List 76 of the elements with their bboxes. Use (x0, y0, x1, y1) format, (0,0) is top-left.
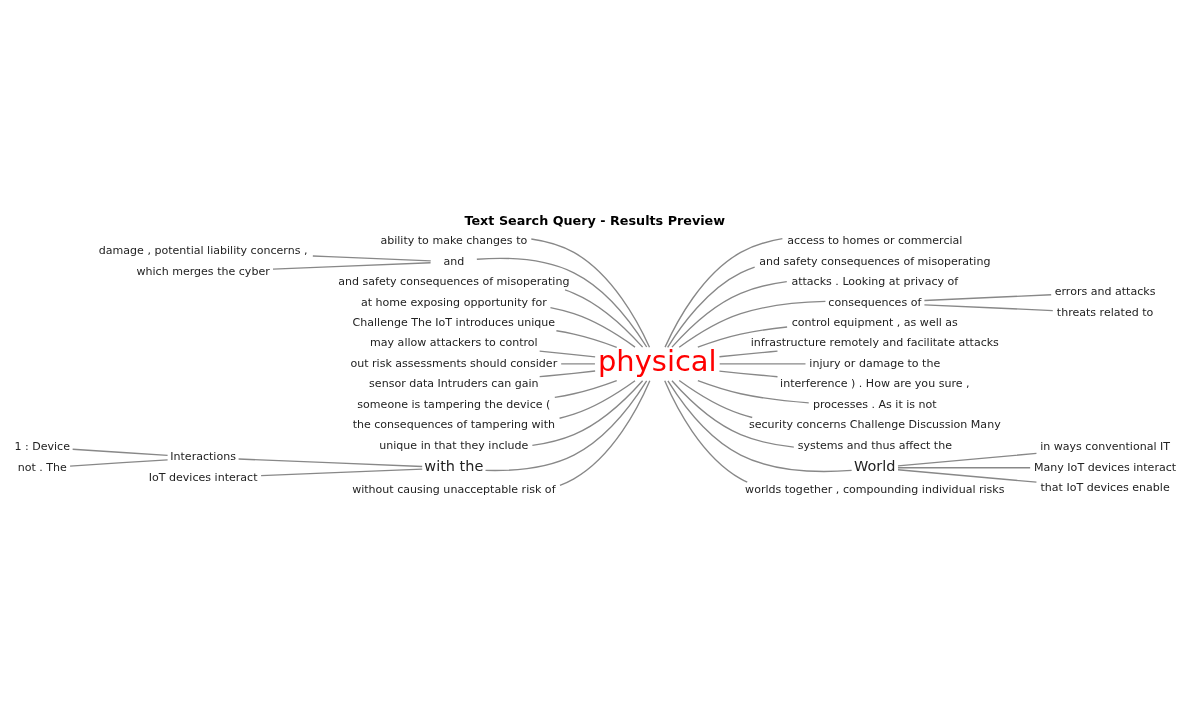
connector (531, 379, 644, 446)
node-text: attacks . Looking at privacy of (791, 274, 959, 288)
node-text: and safety consequences of misoperating (338, 274, 570, 288)
node-text: Many IoT devices interact (1034, 460, 1177, 474)
connector (666, 265, 756, 348)
connector (272, 261, 432, 270)
node-text: ability to make changes to (380, 233, 528, 247)
node-text: with the (424, 457, 484, 474)
node-text: processes . As it is not (812, 397, 937, 411)
node-text: Challenge The IoT introduces unique (352, 315, 556, 329)
node-text: interference ) . How are you sure , (780, 376, 970, 390)
node-text: which merges the cyber (136, 264, 270, 278)
node-text: infrastructure remotely and facilitate attacks (750, 335, 999, 349)
connector (564, 288, 644, 348)
node-text: that IoT devices enable (1040, 480, 1170, 494)
connector (897, 452, 1038, 466)
connector (558, 379, 636, 419)
node-text: consequences of (828, 295, 922, 309)
connector (71, 448, 169, 456)
connector (664, 379, 748, 483)
node-text: 1 : Device (14, 439, 70, 453)
connector (697, 379, 810, 403)
connector (664, 237, 784, 348)
node-text: may allow attackers to control (370, 335, 538, 349)
connector (718, 350, 779, 357)
connector (671, 379, 795, 448)
node-text: systems and thus affect the (797, 438, 952, 452)
connector (560, 362, 596, 365)
connector (897, 466, 1031, 468)
connector (697, 325, 788, 348)
connector (667, 379, 853, 472)
node-text: injury or damage to the (809, 356, 941, 370)
node-text: World (854, 457, 896, 474)
connector (897, 468, 1038, 483)
node-text: in ways conventional IT (1040, 439, 1171, 453)
connector (555, 329, 618, 348)
node-text: IoT devices interact (148, 470, 258, 484)
connector (923, 293, 1052, 301)
connector (719, 362, 807, 365)
connector (312, 254, 432, 262)
node-text: Interactions (170, 449, 236, 463)
node-text: and safety consequences of misoperating (759, 254, 991, 268)
connector (678, 300, 827, 348)
connector (476, 257, 648, 348)
node-text: without causing unacceptable risk of (352, 482, 556, 496)
connector (678, 379, 753, 418)
node-text: damage , potential liability concerns , (98, 243, 308, 257)
connector (539, 350, 596, 358)
connector (530, 237, 651, 348)
connector (923, 303, 1054, 311)
node-text: and (443, 254, 465, 268)
node-text: access to homes or commercial (787, 233, 963, 247)
connector (718, 369, 779, 377)
node-text: security concerns Challenge Discussion Many (748, 417, 1001, 431)
node-text: physical (597, 343, 717, 378)
node-text: threats related to (1056, 305, 1154, 319)
node-text: out risk assessments should consider (350, 356, 558, 370)
connector (671, 280, 788, 348)
node-text: sensor data Intruders can gain (369, 376, 539, 390)
connector (260, 467, 423, 476)
node-text: control equipment , as well as (791, 315, 958, 329)
node-text: the consequences of tampering with (352, 417, 556, 431)
connector (554, 379, 618, 398)
connector (559, 379, 651, 486)
node-text: someone is tampering the device ( (357, 397, 551, 411)
node-text: not . The (17, 460, 67, 474)
connector (549, 306, 636, 348)
diagram-title: Text Search Query - Results Preview (464, 212, 726, 228)
node-text: unique in that they include (379, 438, 529, 452)
connector (539, 369, 596, 377)
connector (484, 379, 648, 471)
node-text: errors and attacks (1054, 284, 1156, 298)
node-text: at home exposing opportunity for (360, 295, 547, 309)
connector (69, 458, 169, 467)
connector (237, 457, 423, 467)
node-text: worlds together , compounding individual risks (745, 482, 1005, 496)
